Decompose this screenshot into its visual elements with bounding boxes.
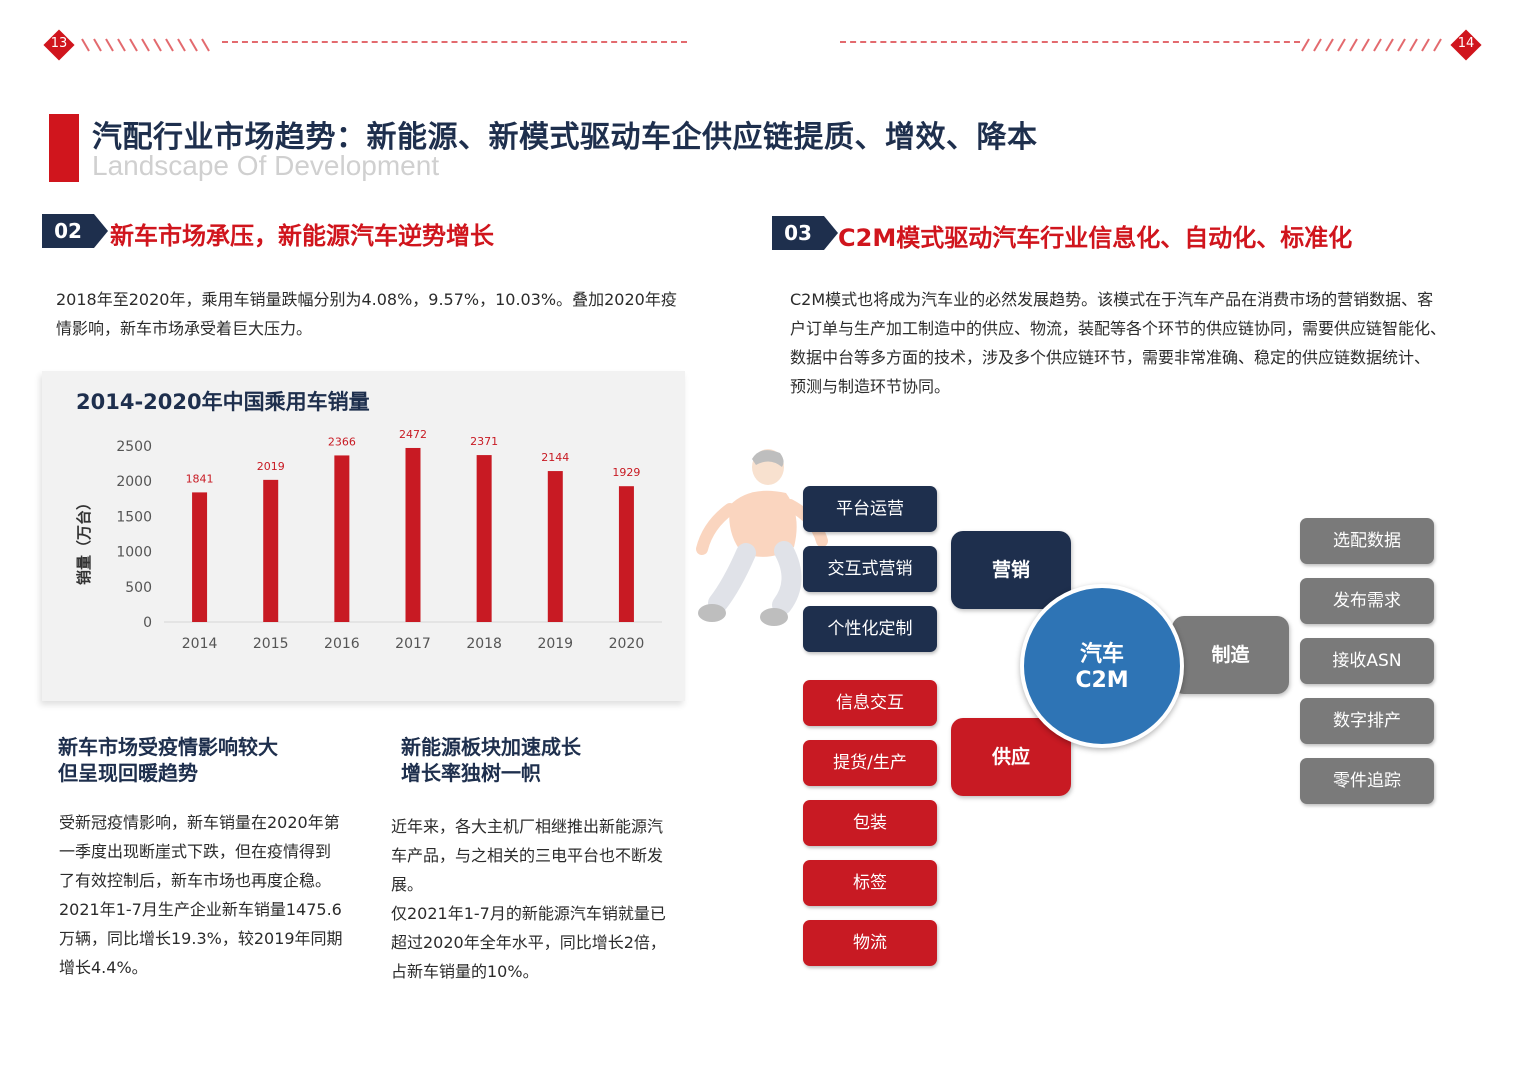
- data-label: 2019: [257, 460, 285, 473]
- supply-item-label: 标签: [803, 860, 937, 906]
- intro-line: 情影响，新车市场承受着巨大压力。: [56, 319, 313, 338]
- section-02-title: 新车市场承压，新能源汽车逆势增长: [110, 222, 494, 250]
- data-label: 1929: [612, 466, 640, 479]
- y-tick-label: 1000: [116, 545, 152, 561]
- y-tick-label: 2000: [116, 474, 152, 490]
- section-02-badge: 02: [42, 214, 94, 248]
- section-03-title: C2M模式驱动汽车行业信息化、自动化、标准化: [838, 224, 1353, 252]
- section-02-arrow: [94, 214, 108, 248]
- data-label: 1841: [186, 472, 214, 485]
- body-line: 户订单与生产加工制造中的供应、物流，装配等各个环节的供应链协同，需要供应链智能化…: [790, 319, 1447, 338]
- bar-chart: 0 500 1000 1500 2000 2500 销量（万台） 1841 2014 2019 20…: [75, 428, 662, 652]
- body-line: 近年来，各大主机厂相继推出新能源汽: [391, 817, 664, 836]
- title-accent-bar: [49, 114, 79, 182]
- x-tick-label: 2014: [182, 636, 218, 652]
- y-axis-label: 销量（万台）: [75, 495, 93, 585]
- body-line: 占新车销量的10%。: [391, 962, 539, 981]
- heading-line: 新车市场受疫情影响较大: [58, 735, 278, 759]
- body-line: 展。: [391, 875, 424, 894]
- manufacturing-item-demand: 发布需求: [1300, 578, 1434, 624]
- x-tick-label: 2015: [253, 636, 289, 652]
- x-tick-label: 2019: [537, 636, 573, 652]
- supply-node: 供应: [951, 718, 1071, 796]
- y-tick-label: 2500: [116, 439, 152, 455]
- supply-item-production: 提货/生产: [803, 740, 937, 786]
- heading-line: 增长率独树一帜: [401, 761, 541, 785]
- marketing-item-custom: 个性化定制: [803, 606, 937, 652]
- bar: [405, 447, 421, 622]
- lower-right-heading: 新能源板块加速成长 增长率独树一帜: [401, 734, 581, 786]
- lower-left-body: 受新冠疫情影响，新车销量在2020年第一季度出现断崖式下跌，但在疫情得到了有效控…: [59, 808, 359, 982]
- manufacturing-item-scheduling: 数字排产: [1300, 698, 1434, 744]
- bar: [547, 471, 563, 622]
- chart-card: [42, 371, 685, 701]
- body-line: 了有效控制后，新车市场也再度企稳。: [59, 871, 332, 890]
- supply-item-logistics: 物流: [803, 920, 937, 966]
- page-number-left: 13: [50, 36, 68, 51]
- marketing-item-platform: 平台运营: [803, 486, 937, 532]
- body-line: 2021年1-7月生产企业新车销量1475.6: [59, 900, 342, 919]
- data-label: 2144: [541, 451, 569, 464]
- chart-title: 2014-2020年中国乘用车销量: [76, 390, 370, 414]
- supply-item-info: 信息交互: [803, 680, 937, 726]
- manufacturing-node: 制造: [1172, 616, 1289, 694]
- hatch-decoration-left: [81, 38, 210, 52]
- lower-left-heading: 新车市场受疫情影响较大 但呈现回暖趋势: [58, 734, 278, 786]
- bar: [334, 455, 350, 622]
- bar: [476, 455, 492, 622]
- x-tick-label: 2020: [609, 636, 645, 652]
- manufacturing-item-tracking: 零件追踪: [1300, 758, 1434, 804]
- center-line: C2M: [1075, 668, 1129, 693]
- bar: [618, 486, 634, 622]
- marketing-item-interactive: 交互式营销: [803, 546, 937, 592]
- header-dash-line-right: [840, 41, 1300, 43]
- manufacturing-item-options: 选配数据: [1300, 518, 1434, 564]
- body-line: 增长4.4%。: [59, 958, 148, 977]
- bar: [192, 492, 208, 622]
- section-03-arrow: [824, 216, 838, 250]
- section-02-intro: 2018年至2020年，乘用车销量跌幅分别为4.08%，9.57%，10.03%…: [56, 285, 696, 343]
- y-tick-label: 1500: [116, 509, 152, 525]
- body-line: 受新冠疫情影响，新车销量在2020年第: [59, 813, 340, 832]
- center-line: 汽车: [1079, 642, 1124, 667]
- body-line: 预测与制造环节协同。: [790, 377, 951, 396]
- body-line: C2M模式也将成为汽车业的必然发展趋势。该模式在于汽车产品在消费市场的营销数据、…: [790, 290, 1434, 309]
- section-03-body: C2M模式也将成为汽车业的必然发展趋势。该模式在于汽车产品在消费市场的营销数据、…: [790, 285, 1470, 401]
- header-dash-line-left: [222, 41, 687, 43]
- data-label: 2366: [328, 435, 356, 448]
- body-line: 万辆，同比增长19.3%，较2019年同期: [59, 929, 343, 948]
- supply-item-packaging: 包装: [803, 800, 937, 846]
- page-number-right: 14: [1457, 36, 1475, 51]
- c2m-center-circle: 汽车 C2M: [1020, 584, 1184, 748]
- y-tick-label: 500: [125, 580, 152, 596]
- hatch-decoration-right: [1301, 38, 1442, 52]
- body-line: 数据中台等多方面的技术，涉及多个供应链环节，需要非常准确、稳定的供应链数据统计、: [790, 348, 1431, 367]
- page-subtitle: Landscape Of Development: [92, 150, 440, 181]
- data-label: 2472: [399, 428, 427, 441]
- y-tick-label: 0: [143, 615, 152, 631]
- intro-line: 2018年至2020年，乘用车销量跌幅分别为4.08%，9.57%，10.03%…: [56, 290, 677, 309]
- x-tick-label: 2017: [395, 636, 431, 652]
- x-tick-label: 2018: [466, 636, 502, 652]
- heading-line: 但呈现回暖趋势: [58, 761, 198, 785]
- data-label: 2371: [470, 435, 498, 448]
- body-line: 超过2020年全年水平，同比增长2倍，: [391, 933, 666, 952]
- marketing-node: 营销: [951, 531, 1071, 609]
- bar: [263, 479, 279, 622]
- page-title: 汽配行业市场趋势：新能源、新模式驱动车企供应链提质、增效、降本: [92, 120, 1038, 155]
- lower-right-body: 近年来，各大主机厂相继推出新能源汽车产品，与之相关的三电平台也不断发展。仅202…: [391, 812, 691, 986]
- heading-line: 新能源板块加速成长: [401, 735, 581, 759]
- section-03-badge: 03: [772, 216, 824, 250]
- manufacturing-item-asn: 接收ASN: [1300, 638, 1434, 684]
- x-tick-label: 2016: [324, 636, 360, 652]
- body-line: 车产品，与之相关的三电平台也不断发: [391, 846, 664, 865]
- body-line: 仅2021年1-7月的新能源汽车销就量已: [391, 904, 666, 923]
- body-line: 一季度出现断崖式下跌，但在疫情得到: [59, 842, 332, 861]
